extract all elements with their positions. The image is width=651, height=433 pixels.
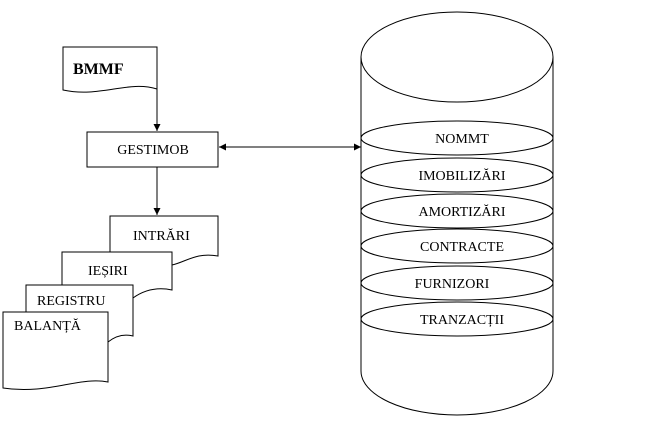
gestimob-label: GESTIMOB	[117, 143, 189, 158]
report-intrari: INTRĂRI	[109, 215, 219, 266]
bmmf-label: BMMF	[73, 61, 124, 78]
table-amortizari-ring	[360, 193, 554, 229]
table-furnizori: FURNIZORI	[360, 265, 554, 301]
bmmf-document-shape	[62, 46, 158, 93]
report-balanta-label: BALANȚĂ	[14, 317, 82, 334]
table-nommt-ring	[360, 120, 554, 156]
database-cylinder: NOMMT IMOBILIZĂRI AMORTIZĂRI CONTRACTE F…	[360, 11, 554, 416]
table-contracte: CONTRACTE	[360, 228, 554, 264]
table-tranzactii: TRANZACȚII	[360, 301, 554, 337]
table-contracte-ring	[360, 228, 554, 264]
report-iesiri-label: IEȘIRI	[88, 264, 128, 279]
table-amortizari: AMORTIZĂRI	[360, 193, 554, 229]
report-balanta-shape	[2, 311, 109, 391]
bmmf-document: BMMF	[62, 46, 158, 93]
table-tranzactii-label: TRANZACȚII	[420, 313, 504, 328]
table-imobilizari-ring	[360, 157, 554, 193]
table-nommt: NOMMT	[360, 120, 554, 156]
cylinder-top	[360, 11, 554, 103]
table-furnizori-ring	[360, 265, 554, 301]
report-balanta: BALANȚĂ	[2, 311, 109, 391]
table-amortizari-label: AMORTIZĂRI	[418, 203, 505, 220]
table-imobilizari: IMOBILIZĂRI	[360, 157, 554, 193]
gestimob-box: GESTIMOB	[86, 131, 219, 168]
gestimob-rect	[86, 131, 219, 168]
table-imobilizari-label: IMOBILIZĂRI	[418, 167, 505, 184]
table-contracte-label: CONTRACTE	[420, 240, 504, 255]
report-intrari-label: INTRĂRI	[133, 227, 190, 244]
table-tranzactii-ring	[360, 301, 554, 337]
table-nommt-label: NOMMT	[435, 132, 489, 147]
table-furnizori-label: FURNIZORI	[415, 277, 490, 292]
report-registru-label: REGISTRU	[37, 294, 105, 309]
